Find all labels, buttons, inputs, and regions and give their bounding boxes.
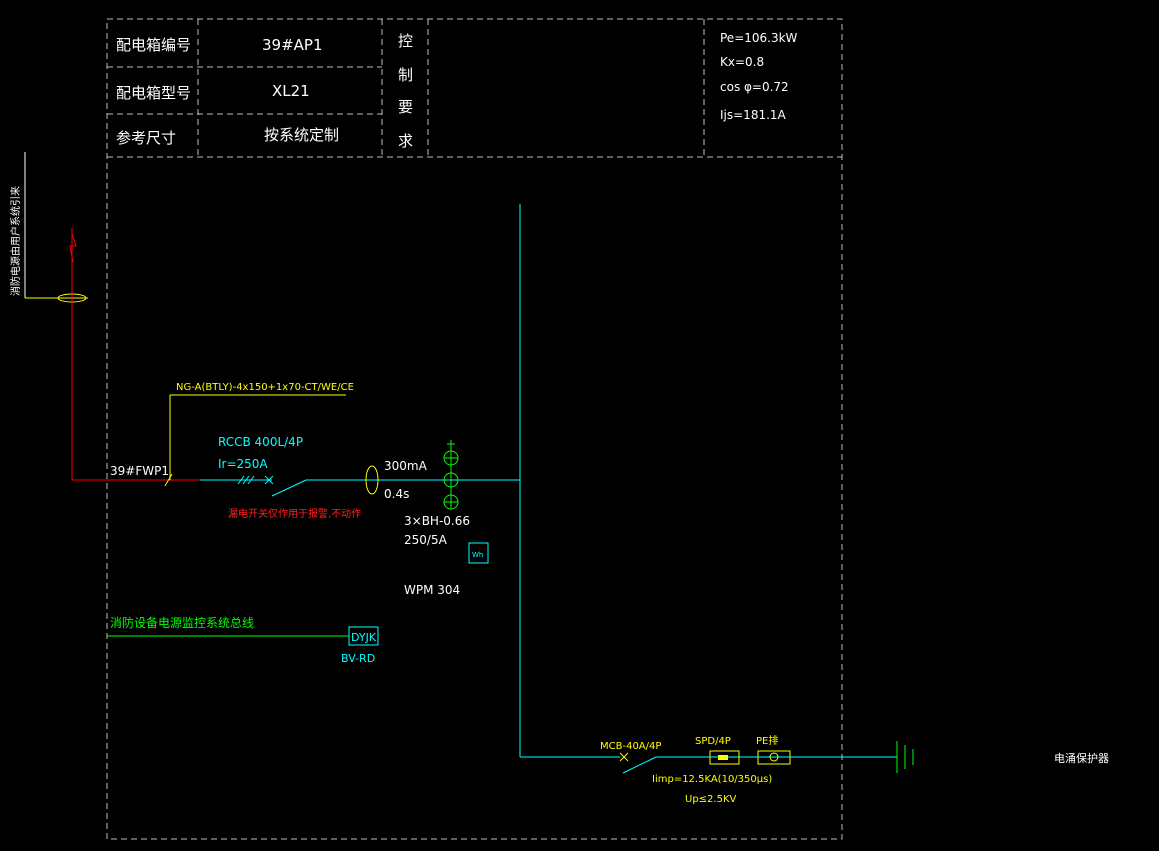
monitor-cable: BV-RD <box>341 652 375 665</box>
rccb-model: RCCB 400L/4P <box>218 435 303 449</box>
pe-bar-label: PE排 <box>756 734 778 747</box>
spd-branch: MCB-40A/4P SPD/4P PE排 Iimp=12.5KA(10/350… <box>520 734 1109 805</box>
incoming-vertical-label: 消防电源由用户系统引来 <box>9 186 22 296</box>
spd-model: SPD/4P <box>695 736 731 747</box>
box-no-value: 39#AP1 <box>262 36 323 54</box>
rccb-trip-marks <box>237 475 274 485</box>
spd-element-icon <box>718 755 728 760</box>
control-req-3: 要 <box>398 98 413 116</box>
leak-ma: 300mA <box>384 459 428 473</box>
ground-icon <box>896 741 914 773</box>
monitor-bus: 消防设备电源监控系统总线 DYJK BV-RD <box>107 615 379 665</box>
incoming-feeder: 消防电源由用户系统引来 39#FWP1 NG-A(BTLY)-4x150+1x7… <box>9 152 354 487</box>
spd-up: Up≤2.5KV <box>685 794 737 805</box>
box-no-label: 配电箱编号 <box>116 36 191 54</box>
pe-bar-icon <box>757 750 791 765</box>
param-cos: cos φ=0.72 <box>720 80 789 94</box>
spd-icon <box>709 750 740 765</box>
param-kx: Kx=0.8 <box>720 55 764 69</box>
leak-time: 0.4s <box>384 487 409 501</box>
control-req-1: 控 <box>398 32 413 50</box>
current-transformers <box>443 440 459 510</box>
lightning-arrow-icon <box>69 233 77 263</box>
box-model-value: XL21 <box>272 82 310 100</box>
rccb-breaker: RCCB 400L/4P Ir=250A 漏电开关仅作用于报警,不动作 300m… <box>200 435 520 520</box>
incoming-cable: NG-A(BTLY)-4x150+1x70-CT/WE/CE <box>176 382 354 393</box>
meter-model: WPM 304 <box>404 583 460 597</box>
ct-model: 3×BH-0.66 <box>404 514 470 528</box>
box-model-label: 配电箱型号 <box>116 84 191 102</box>
ref-size-label: 参考尺寸 <box>116 129 176 147</box>
param-pe: Pe=106.3kW <box>720 31 798 45</box>
control-req-4: 求 <box>398 132 413 150</box>
energy-meter-icon <box>468 542 489 564</box>
spd-iimp: Iimp=12.5KA(10/350μs) <box>652 774 772 785</box>
monitor-module: DYJK <box>351 631 377 644</box>
monitor-bus-label: 消防设备电源监控系统总线 <box>110 615 254 630</box>
ref-size-value: 按系统定制 <box>264 126 339 144</box>
control-req-2: 制 <box>398 66 413 84</box>
box-frame <box>106 18 843 840</box>
rccb-ir: Ir=250A <box>218 457 268 471</box>
spd-dest: 电涌保护器 <box>1054 751 1109 765</box>
leakage-ct-icon <box>365 465 379 495</box>
param-ijs: Ijs=181.1A <box>720 108 787 122</box>
ct-ratio: 250/5A <box>404 533 448 547</box>
header-table <box>107 19 842 158</box>
meter-label: Wh <box>472 551 483 559</box>
spd-mcb: MCB-40A/4P <box>600 741 661 752</box>
leak-note: 漏电开关仅作用于报警,不动作 <box>228 507 361 520</box>
monitor-module-box <box>348 626 379 646</box>
source-label: 39#FWP1 <box>110 464 169 478</box>
